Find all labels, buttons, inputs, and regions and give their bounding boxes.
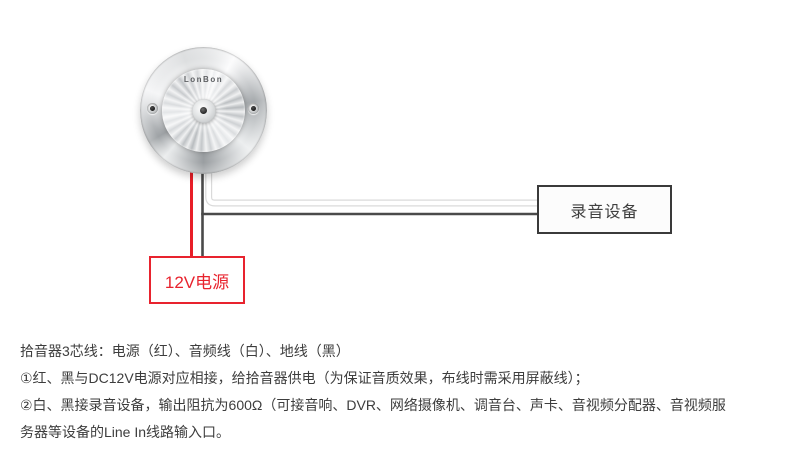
screw-dot-icon <box>250 106 256 111</box>
note-line-1: 拾音器3芯线：电源（红）、音频线（白）、地线（黑） <box>20 343 350 359</box>
power-supply-label: 12V电源 <box>164 272 230 292</box>
audio-wire-white-outline <box>205 160 538 207</box>
pickup-device: LonBon <box>140 47 267 174</box>
power-supply-box: 12V电源 <box>149 256 245 304</box>
audio-wire-white <box>206 160 538 206</box>
screw-hole-right-icon <box>247 103 259 114</box>
mic-hub <box>191 98 216 123</box>
note-line-4: 务器等设备的Line In线路输入口。 <box>20 424 231 440</box>
mic-hole-icon <box>200 107 207 114</box>
brand-label: LonBon <box>183 75 224 84</box>
notes: 拾音器3芯线：电源（红）、音频线（白）、地线（黑） ①红、黑与DC12V电源对应… <box>20 338 802 446</box>
recording-device-label: 录音设备 <box>570 203 639 221</box>
pickup-inner-disc: LonBon <box>162 69 245 152</box>
screw-dot-icon <box>149 106 155 111</box>
recording-device-box: 录音设备 <box>537 185 672 234</box>
note-line-2: ①红、黑与DC12V电源对应相接，给拾音器供电（为保证音质效果，布线时需采用屏蔽… <box>20 370 589 386</box>
note-line-3: ②白、黑接录音设备，输出阻抗为600Ω（可接音响、DVR、网络摄像机、调音台、声… <box>20 397 726 413</box>
screw-hole-left-icon <box>146 103 158 114</box>
